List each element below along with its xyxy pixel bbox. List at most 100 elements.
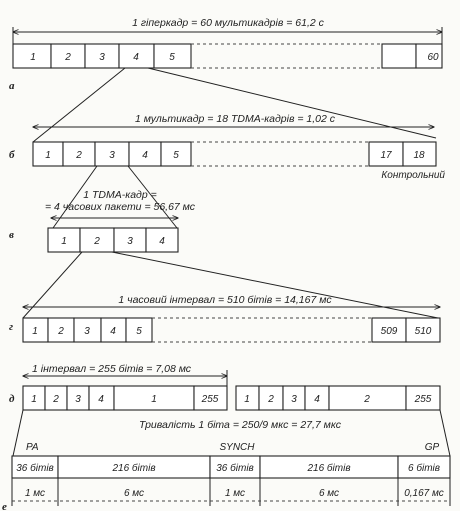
- expansion-line: [439, 409, 451, 457]
- cell-label: 4: [142, 150, 148, 161]
- cell-label: 4: [314, 394, 320, 405]
- bit-count-label: 216 бітів: [111, 462, 155, 474]
- cell-label: 4: [159, 236, 165, 247]
- expansion-line: [22, 251, 83, 319]
- row-multiframe: 1 мультикадр = 18 TDMA-кадрів = 1,02 с 1…: [9, 113, 445, 181]
- row-tdma-frame: 1 TDMA-кадр = = 4 часових пакети = 56,67…: [9, 189, 196, 253]
- hyperframe-cell: [415, 43, 443, 69]
- cell-label: 1: [61, 236, 67, 247]
- cell-label: 2: [93, 236, 100, 247]
- tdma-frame-cell: [113, 227, 147, 253]
- cell-label: 509: [381, 326, 398, 337]
- multiframe-cell: [32, 141, 64, 167]
- cell-label: 1: [151, 394, 157, 405]
- side-label-f: е: [2, 501, 7, 511]
- row-hyperframe: 1 гіперкадр = 60 мультикадрів = 61,2 с 1…: [9, 17, 442, 92]
- multiframe-cell: [62, 141, 96, 167]
- bit-duration-title: Тривалість 1 біта = 250/9 мкс = 27,7 мкс: [139, 419, 342, 431]
- half-interval-cell: [258, 385, 284, 411]
- tdma-frame-cell: [47, 227, 81, 253]
- cell-label: 2: [52, 394, 59, 405]
- time-slot-cell: [73, 317, 102, 343]
- hyperframe-cell: [12, 43, 52, 69]
- half-interval-cell: [113, 385, 195, 411]
- cell-label: 2: [267, 394, 274, 405]
- time-slot-cell: [47, 317, 75, 343]
- synch-label: SYNCH: [219, 442, 255, 453]
- half-interval-cell: [405, 385, 441, 411]
- duration-label: 1 мс: [25, 488, 45, 499]
- expansion-line: [32, 67, 126, 143]
- hyperframe-title: 1 гіперкадр = 60 мультикадрів = 61,2 с: [132, 17, 325, 29]
- cell-label: 1: [32, 326, 38, 337]
- cell-label: 2: [75, 150, 82, 161]
- bit-count-label: 36 бітів: [16, 462, 54, 474]
- duration-label: 1 мс: [225, 488, 245, 499]
- cell-label: 1: [30, 52, 36, 63]
- cell-label: 510: [415, 326, 432, 337]
- hyperframe-cell: [84, 43, 120, 69]
- expansion-line: [147, 67, 437, 139]
- expansion-line: [12, 409, 24, 457]
- bit-count-label: 216 бітів: [306, 462, 350, 474]
- hyperframe-cell: [118, 43, 155, 69]
- half-interval-cell: [193, 385, 228, 411]
- time-slot-cell: [22, 317, 49, 343]
- time-slot-cell: [125, 317, 153, 343]
- cell-label: 255: [201, 394, 219, 405]
- cell-label: 3: [99, 52, 105, 63]
- row-bit-structure: Тривалість 1 біта = 250/9 мкс = 27,7 мкс…: [2, 409, 451, 511]
- expansion-line: [111, 251, 439, 319]
- cell-label: 60: [427, 52, 439, 63]
- multiframe-cell: [128, 141, 162, 167]
- cell-label: 3: [84, 326, 90, 337]
- side-label-b: б: [9, 149, 15, 161]
- cell-label: 255: [414, 394, 432, 405]
- cell-label: 5: [136, 326, 142, 337]
- row-half-interval: 1 інтервал = 255 бітів = 7,08 мс 1 2 3 4…: [9, 363, 441, 411]
- cell-label: 3: [109, 150, 115, 161]
- hyperframe-cell: [153, 43, 192, 69]
- duration-label: 6 мс: [124, 488, 144, 499]
- side-label-e: д: [9, 393, 15, 405]
- side-label-c: в: [9, 229, 14, 241]
- time-slot-cell: [100, 317, 127, 343]
- cell-label: 18: [413, 150, 425, 161]
- cell-label: 1: [31, 394, 37, 405]
- row-time-slot: 1 часовий інтервал = 510 бітів = 14,167 …: [9, 294, 441, 343]
- tdma-frame-cell: [145, 227, 179, 253]
- tdma-frame-cell: [79, 227, 115, 253]
- side-label-a: а: [9, 80, 15, 92]
- cell-label: 2: [57, 326, 64, 337]
- cell-label: 5: [173, 150, 179, 161]
- multiframe-title: 1 мультикадр = 18 TDMA-кадрів = 1,02 с: [135, 113, 336, 125]
- tdma-frame-title-line2: = 4 часових пакети = 56,67 мс: [45, 201, 196, 213]
- duration-label: 6 мс: [319, 488, 339, 499]
- duration-label: 0,167 мс: [404, 488, 444, 499]
- tdma-frame-title-line1: 1 TDMA-кадр =: [83, 189, 157, 201]
- multiframe-cell: [160, 141, 192, 167]
- cell-label: 3: [291, 394, 297, 405]
- cell-label: 4: [98, 394, 104, 405]
- cell-label: 1: [45, 150, 51, 161]
- bit-count-label: 6 бітів: [408, 462, 440, 474]
- time-slot-cell: [405, 317, 441, 343]
- bit-count-label: 36 бітів: [216, 462, 254, 474]
- hyperframe-cell: [381, 43, 417, 69]
- half-interval-cell: [328, 385, 407, 411]
- bit-field-cell: [397, 455, 451, 479]
- time-slot-title: 1 часовий інтервал = 510 бітів = 14,167 …: [118, 294, 332, 306]
- hyperframe-cell: [50, 43, 86, 69]
- gp-label: GP: [425, 442, 440, 453]
- multiframe-cell: [368, 141, 404, 167]
- cell-label: 4: [110, 326, 116, 337]
- half-interval-cell: [304, 385, 330, 411]
- cell-label: 1: [244, 394, 250, 405]
- control-note: Контрольний: [381, 170, 445, 181]
- cell-label: 5: [169, 52, 175, 63]
- cell-label: 17: [380, 150, 392, 161]
- half-interval-title: 1 інтервал = 255 бітів = 7,08 мс: [32, 363, 192, 375]
- multiframe-cell-control: [402, 141, 437, 167]
